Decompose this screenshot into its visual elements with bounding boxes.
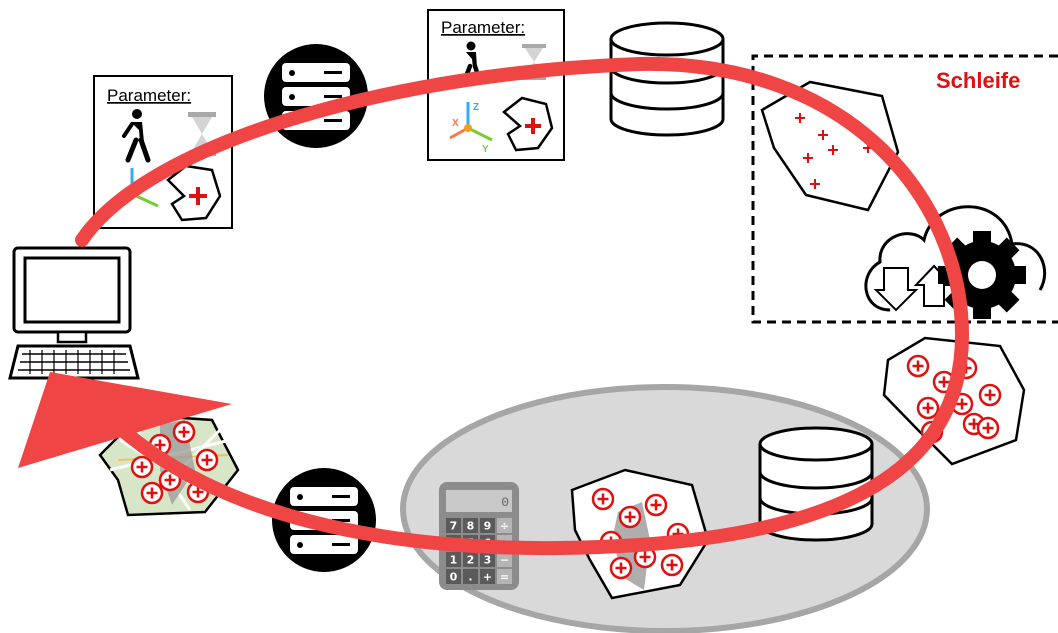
axis-label-z: Z [473,102,479,113]
calculator-key [480,569,495,584]
calculator-key-label: 2 [467,554,475,567]
polygon-plus-icon [502,96,554,152]
computer-icon [8,246,140,380]
calculator-key-label: 7 [450,520,458,533]
calculator-key [480,552,495,567]
calculator-key-label: 1 [450,554,458,567]
calculator-key-label: 8 [467,520,475,533]
calculator-key [463,552,478,567]
calculator-key-label: + [483,571,492,584]
calculator-key [497,552,512,567]
calculator-key [463,518,478,533]
polygon-plus-icon [166,164,222,222]
polygon-points-icon [760,80,900,212]
loop-box: Schleife [751,54,1058,324]
calculator-key-label: − [500,554,509,567]
calculator-key [497,518,512,533]
database-icon-top [609,21,725,137]
parameter-card-2-title: Parameter: [441,18,525,37]
calculator-key-label: 3 [484,554,492,567]
calculator-key [446,518,461,533]
calculator-key [446,569,461,584]
calculator-key-label: 9 [484,520,492,533]
calculator-key [463,569,478,584]
parameter-card-1-title: Parameter: [107,86,191,105]
axis-label-y: Y [482,144,489,155]
gear-icon [938,231,1026,319]
calculator-key-label: . [468,571,472,584]
calculator-key-label: = [500,571,509,584]
workflow-loop-arrow [18,56,970,556]
calculator-key [497,569,512,584]
calculator-key [446,552,461,567]
calculator-key-label: ÷ [500,520,509,533]
axis-label-x: X [452,118,459,129]
loop-label: Schleife [936,68,1020,93]
axes-icon: Z X Y [449,102,493,155]
walking-person-icon [122,109,151,163]
calculator-key [480,518,495,533]
calculator-key-label: 0 [450,571,458,584]
calculator-display: 0 [501,495,509,510]
